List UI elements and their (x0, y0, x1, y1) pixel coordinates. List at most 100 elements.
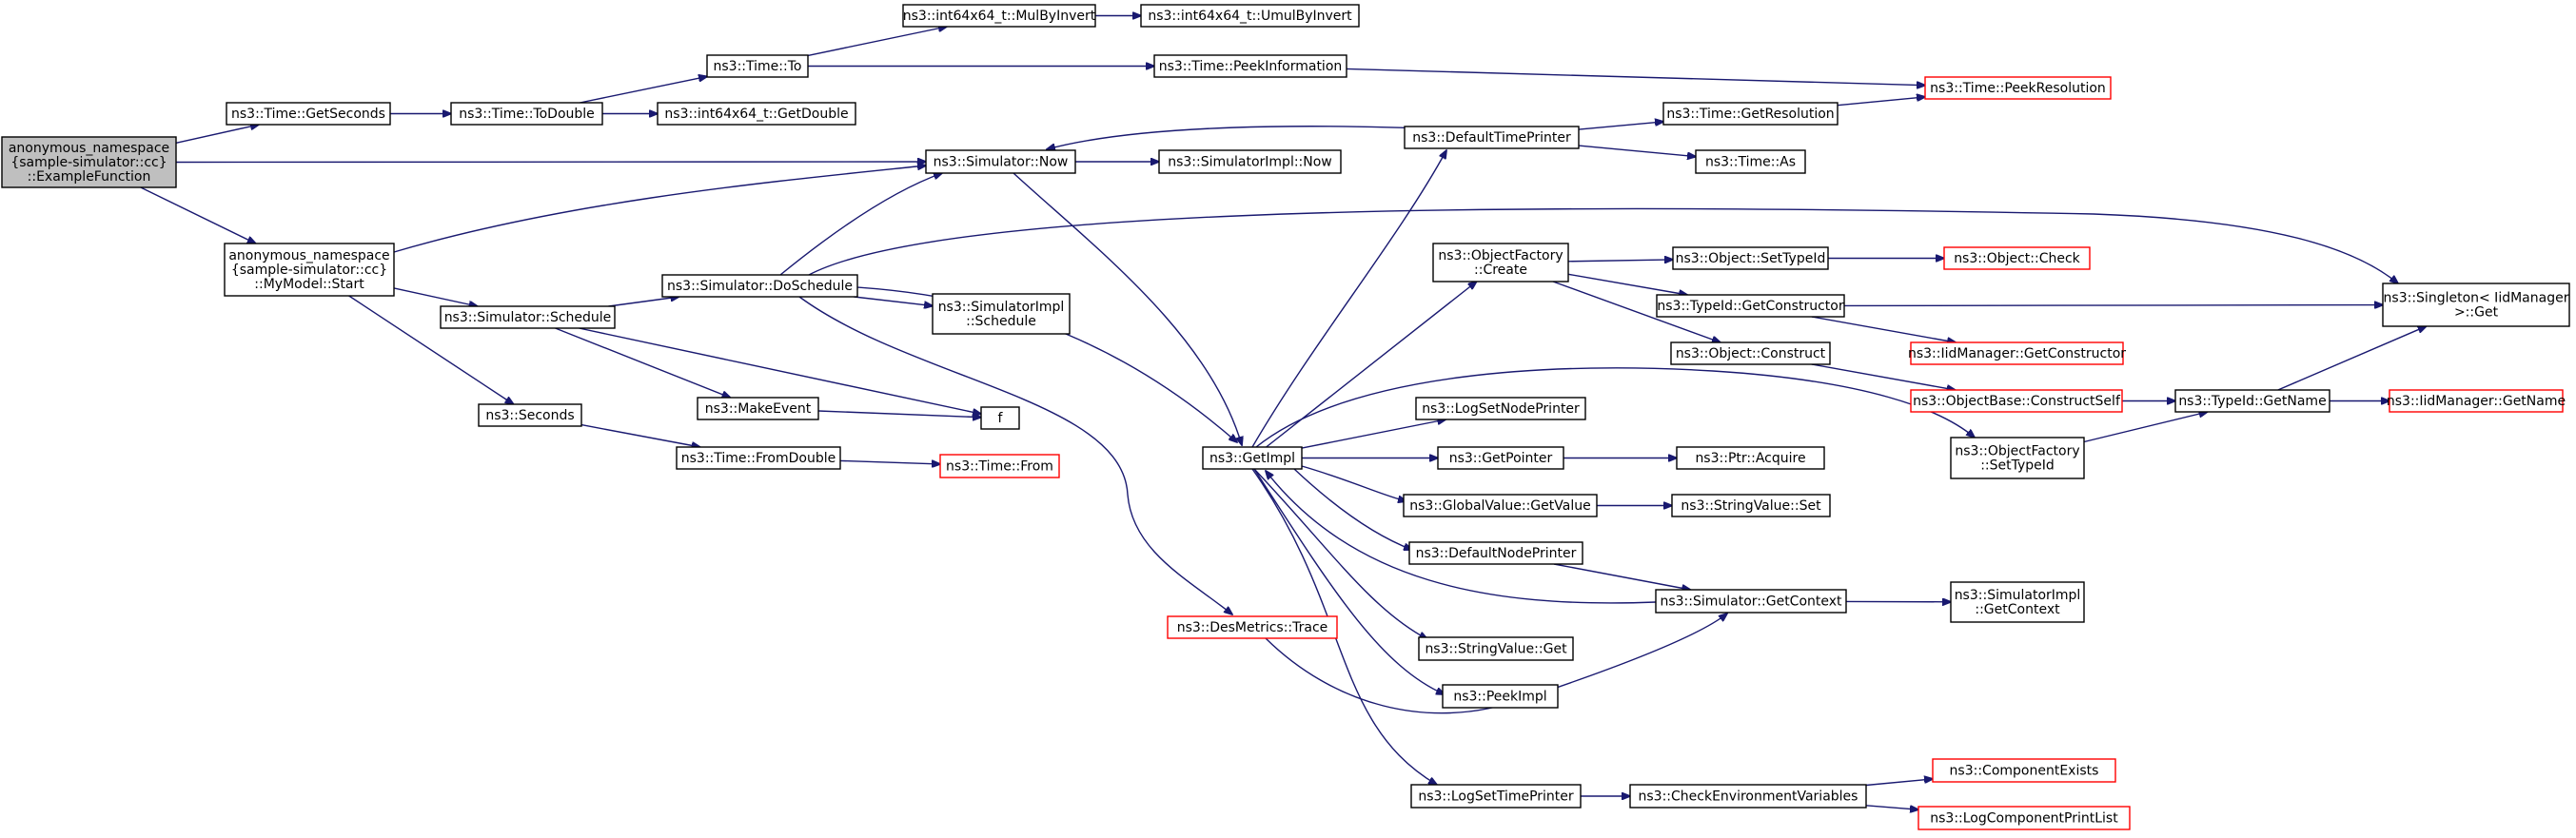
node-objbase_constructself[interactable]: ns3::ObjectBase::ConstructSelf (1910, 389, 2123, 413)
node-box-logsetnodeprinter (1415, 397, 1586, 420)
node-makeevent[interactable]: ns3::MakeEvent (697, 397, 819, 420)
node-defnodeprinter[interactable]: ns3::DefaultNodePrinter (1408, 541, 1583, 565)
node-label-componentexists-0: ns3::ComponentExists (1950, 764, 2099, 779)
node-box-globalvalue_get (1403, 494, 1598, 517)
node-label-umulbyinvert-0: ns3::int64x64_t::UmulByInvert (1148, 9, 1352, 24)
node-label-singleton_get-1: >::Get (2454, 305, 2499, 321)
edge-getimpl-to-peekimpl (1253, 468, 1445, 694)
node-box-object_check (1943, 246, 2091, 270)
node-seconds[interactable]: ns3::Seconds (478, 403, 582, 427)
edge-getimpl-to-stringvalue_get (1253, 468, 1427, 639)
node-typeid_getctor[interactable]: ns3::TypeId::GetConstructor (1656, 294, 1845, 318)
node-label-object_settypeid-0: ns3::Object::SetTypeId (1676, 251, 1826, 266)
node-time_from[interactable]: ns3::Time::From (939, 454, 1060, 478)
node-label-mymodel-0: anonymous_namespace (228, 248, 389, 263)
node-peekres[interactable]: ns3::Time::PeekResolution (1924, 76, 2112, 100)
node-mymodel[interactable]: anonymous_namespace{sample-simulator::cc… (224, 243, 395, 297)
node-getres[interactable]: ns3::Time::GetResolution (1662, 102, 1839, 126)
node-box-simimpl_getcontext (1950, 581, 2085, 623)
edge-sim_getcontext-to-getimpl (1266, 471, 1657, 604)
node-label-getseconds-0: ns3::Time::GetSeconds (231, 107, 385, 122)
node-label-ptr_acquire-0: ns3::Ptr::Acquire (1695, 451, 1805, 466)
edge-getimpl-to-objfactory_create (1266, 282, 1477, 448)
node-stringvalue_set[interactable]: ns3::StringValue::Set (1671, 494, 1831, 517)
node-label-getres-0: ns3::Time::GetResolution (1666, 107, 1834, 122)
node-box-mulbyinvert (902, 4, 1096, 28)
node-label-getdouble-0: ns3::int64x64_t::GetDouble (664, 107, 848, 122)
node-umulbyinvert[interactable]: ns3::int64x64_t::UmulByInvert (1140, 4, 1360, 28)
node-peekinfo[interactable]: ns3::Time::PeekInformation (1153, 54, 1347, 78)
node-todouble[interactable]: ns3::Time::ToDouble (450, 102, 603, 126)
edge-getimpl-to-globalvalue_get (1301, 465, 1406, 501)
edge-makeevent-to-f (817, 410, 981, 418)
node-object_construct[interactable]: ns3::Object::Construct (1670, 341, 1831, 365)
node-label-f-0: f (998, 411, 1004, 426)
node-schedule[interactable]: ns3::Simulator::Schedule (440, 305, 616, 329)
node-simimpl_now[interactable]: ns3::SimulatorImpl::Now (1158, 149, 1342, 174)
node-box-getdouble (657, 102, 856, 126)
node-doschedule[interactable]: ns3::Simulator::DoSchedule (661, 274, 858, 298)
node-deftimeprinter[interactable]: ns3::DefaultTimePrinter (1404, 126, 1580, 149)
node-desmetrics[interactable]: ns3::DesMetrics::Trace (1167, 615, 1338, 639)
node-logsetnodeprinter[interactable]: ns3::LogSetNodePrinter (1415, 397, 1586, 420)
node-stringvalue_get[interactable]: ns3::StringValue::Get (1418, 636, 1574, 661)
node-object_check[interactable]: ns3::Object::Check (1943, 246, 2091, 270)
node-label-mulbyinvert-0: ns3::int64x64_t::MulByInvert (903, 9, 1096, 24)
edge-getimpl-to-deftimeprinter (1251, 150, 1446, 448)
node-sim_getcontext[interactable]: ns3::Simulator::GetContext (1655, 589, 1847, 614)
node-label-mymodel-2: ::MyModel::Start (254, 277, 364, 292)
node-getdouble[interactable]: ns3::int64x64_t::GetDouble (657, 102, 856, 126)
node-label-example-0: anonymous_namespace (9, 141, 169, 156)
edge-objfactory_settypeid-to-typeid_getname (2083, 412, 2208, 443)
edge-example-to-sim_now (175, 162, 926, 163)
node-peekimpl[interactable]: ns3::PeekImpl (1442, 684, 1559, 709)
node-iidmgr_getctor[interactable]: ns3::IidManager::GetConstructor (1908, 341, 2126, 365)
node-box-peekimpl (1442, 684, 1559, 709)
node-objfactory_create[interactable]: ns3::ObjectFactory::Create (1432, 243, 1569, 283)
node-globalvalue_get[interactable]: ns3::GlobalValue::GetValue (1403, 494, 1598, 517)
node-objfactory_settypeid[interactable]: ns3::ObjectFactory::SetTypeId (1950, 437, 2085, 479)
node-f[interactable]: f (980, 406, 1020, 430)
node-simimpl_sched[interactable]: ns3::SimulatorImpl::Schedule (932, 293, 1071, 335)
node-box-fromdouble (676, 446, 841, 470)
node-iidmgr_getname[interactable]: ns3::IidManager::GetName (2387, 389, 2566, 413)
node-getimpl[interactable]: ns3::GetImpl (1202, 446, 1303, 470)
node-box-stringvalue_set (1671, 494, 1831, 517)
node-box-object_settypeid (1672, 246, 1829, 270)
node-getseconds[interactable]: ns3::Time::GetSeconds (226, 102, 391, 126)
node-logcompprintlist[interactable]: ns3::LogComponentPrintList (1917, 806, 2131, 830)
edge-sim_now-to-getimpl (1013, 172, 1242, 445)
node-box-getpointer (1437, 446, 1564, 470)
edge-todouble-to-time_to (580, 76, 707, 104)
node-typeid_getname[interactable]: ns3::TypeId::GetName (2174, 389, 2330, 413)
node-label-getimpl-0: ns3::GetImpl (1209, 451, 1295, 466)
node-time_as[interactable]: ns3::Time::As (1695, 149, 1806, 174)
node-fromdouble[interactable]: ns3::Time::FromDouble (676, 446, 841, 470)
node-componentexists[interactable]: ns3::ComponentExists (1932, 758, 2116, 783)
node-box-desmetrics (1167, 615, 1338, 639)
node-label-seconds-0: ns3::Seconds (485, 408, 574, 423)
node-object_settypeid[interactable]: ns3::Object::SetTypeId (1672, 246, 1829, 270)
node-simimpl_getcontext[interactable]: ns3::SimulatorImpl::GetContext (1950, 581, 2085, 623)
node-ptr_acquire[interactable]: ns3::Ptr::Acquire (1676, 446, 1825, 470)
node-getpointer[interactable]: ns3::GetPointer (1437, 446, 1564, 470)
node-checkenv[interactable]: ns3::CheckEnvironmentVariables (1629, 784, 1867, 809)
node-mulbyinvert[interactable]: ns3::int64x64_t::MulByInvert (902, 4, 1096, 28)
edge-getimpl-to-logsetnodeprinter (1301, 419, 1445, 449)
node-box-object_construct (1670, 341, 1831, 365)
node-box-getimpl (1202, 446, 1303, 470)
node-example[interactable]: anonymous_namespace{sample-simulator::cc… (1, 136, 177, 188)
node-box-sim_now (925, 149, 1076, 174)
node-box-logcompprintlist (1917, 806, 2131, 830)
node-label-example-1: {sample-simulator::cc} (10, 155, 167, 170)
edge-deftimeprinter-to-time_as (1578, 145, 1696, 157)
node-logsettimeprinter[interactable]: ns3::LogSetTimePrinter (1410, 784, 1582, 809)
node-singleton_get[interactable]: ns3::Singleton< IidManager >::Get (2382, 283, 2570, 327)
node-sim_now[interactable]: ns3::Simulator::Now (925, 149, 1076, 174)
edge-seconds-to-fromdouble (580, 423, 700, 447)
node-label-typeid_getname-0: ns3::TypeId::GetName (2178, 394, 2326, 409)
node-time_to[interactable]: ns3::Time::To (706, 54, 809, 78)
edge-fromdouble-to-time_from (839, 460, 940, 464)
node-box-logsettimeprinter (1410, 784, 1582, 809)
node-label-time_as-0: ns3::Time::As (1705, 155, 1796, 170)
